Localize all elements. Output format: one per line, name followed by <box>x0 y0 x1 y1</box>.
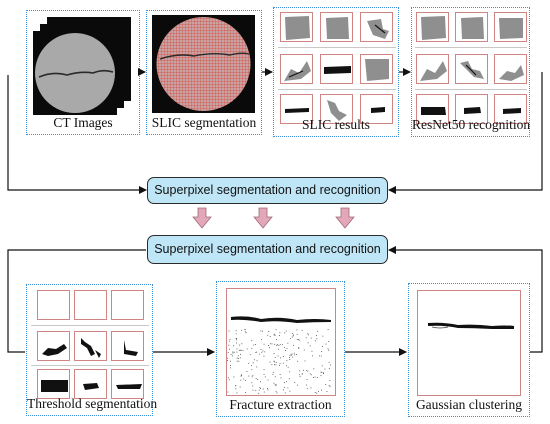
resnet-recognition-panel: ResNet50 recognition <box>411 7 530 137</box>
fracture-extraction-panel: Fracture extraction <box>216 281 345 417</box>
ct-image-front <box>33 31 117 115</box>
tile <box>74 290 107 320</box>
separator <box>31 325 149 326</box>
separator <box>415 47 527 48</box>
gaussian-clustering-panel: Gaussian clustering <box>408 283 530 417</box>
flow-arrow <box>7 68 543 356</box>
gaussian-clustering-label: Gaussian clustering <box>415 397 523 412</box>
slic-results-panel: SLIC results <box>273 7 399 137</box>
fracture-extraction-label: Fracture extraction <box>229 397 332 412</box>
tile <box>360 94 393 124</box>
slic-segmentation-label: SLIC segmentation <box>151 115 257 130</box>
tile <box>320 54 353 84</box>
tile <box>455 12 488 42</box>
tile <box>74 369 107 399</box>
ct-images-label: CT Images <box>53 115 113 130</box>
tile <box>37 369 70 399</box>
tile <box>416 12 449 42</box>
tile <box>494 94 527 124</box>
separator <box>278 47 396 48</box>
tile <box>320 12 353 42</box>
tile <box>360 12 393 42</box>
tile <box>494 54 527 84</box>
tile <box>280 54 313 84</box>
top-banner-text: Superpixel segmentation and recognition <box>154 183 381 197</box>
tile <box>111 331 144 361</box>
tile <box>360 54 393 84</box>
threshold-segmentation-panel: Threshold segmentation <box>26 284 158 416</box>
tile <box>416 54 449 84</box>
tile <box>37 331 70 361</box>
down-arrow-icon <box>192 207 355 229</box>
slic-segmentation-panel: SLIC segmentation <box>146 10 262 135</box>
resnet-recognition-label: ResNet50 recognition <box>412 117 531 132</box>
bottom-banner-text: Superpixel segmentation and recognition <box>154 242 381 256</box>
tile <box>280 94 313 124</box>
tile <box>320 94 353 124</box>
fracture-extraction-image <box>226 288 336 396</box>
tile <box>455 54 488 84</box>
top-banner: Superpixel segmentation and recognition <box>147 177 388 204</box>
tile <box>111 290 144 320</box>
ct-images-panel: CT Images <box>26 10 140 135</box>
tile <box>494 12 527 42</box>
threshold-segmentation-label: Threshold segmentation <box>27 396 158 411</box>
tile <box>416 94 449 124</box>
tile <box>455 94 488 124</box>
separator <box>415 89 527 90</box>
tile <box>74 331 107 361</box>
slic-results-label: SLIC results <box>302 117 370 132</box>
gaussian-clustering-image <box>417 290 521 396</box>
slic-image <box>152 15 255 113</box>
separator <box>278 89 396 90</box>
tile <box>111 369 144 399</box>
tile <box>37 290 70 320</box>
separator <box>31 365 149 366</box>
bottom-banner: Superpixel segmentation and recognition <box>147 235 388 264</box>
tile <box>280 12 313 42</box>
